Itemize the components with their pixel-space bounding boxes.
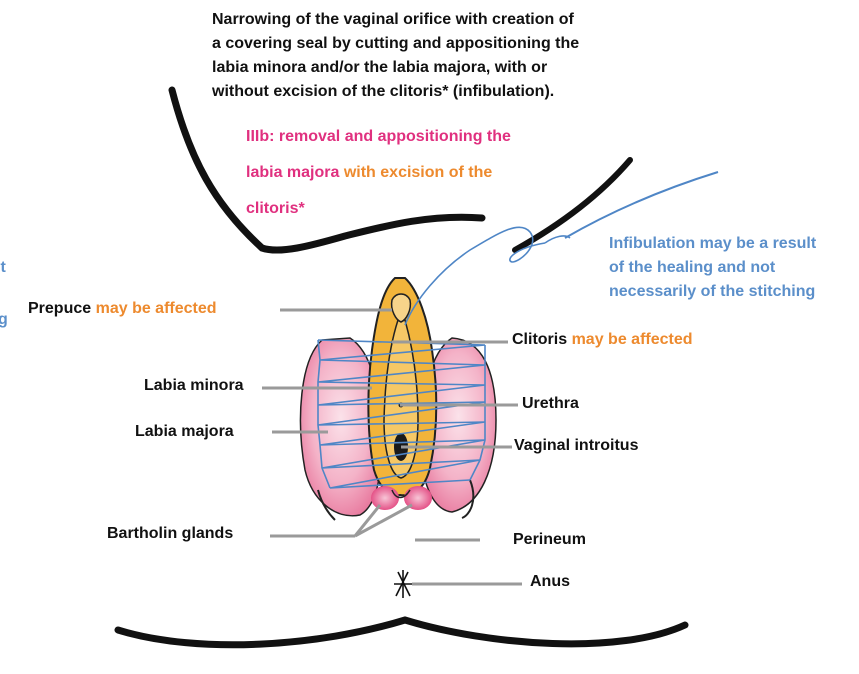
label-clitoris-name: Clitoris xyxy=(512,331,567,348)
label-prepuce-name: Prepuce xyxy=(28,300,91,317)
bartholin-gland-left xyxy=(371,486,399,510)
label-anus: Anus xyxy=(530,570,570,594)
label-vaginal-introitus: Vaginal introitus xyxy=(514,434,638,458)
label-perineum: Perineum xyxy=(513,528,586,552)
label-prepuce-note: may be affected xyxy=(96,300,217,317)
anus-mark xyxy=(394,570,414,598)
healing-note-line-2: of the healing and not xyxy=(609,256,775,280)
healing-note-line-1: Infibulation may be a result xyxy=(609,232,816,256)
label-bartholin-glands: Bartholin glands xyxy=(107,522,233,546)
subtype-line-2: labia majora with excision of the xyxy=(246,160,492,186)
cropped-note-fragment-2: g xyxy=(0,308,8,332)
procedure-description-line-2: a covering seal by cutting and appositio… xyxy=(212,32,579,56)
subtype-line-2-with: with excision of the xyxy=(344,164,492,181)
label-clitoris: Clitoris may be affected xyxy=(512,328,693,352)
label-labia-majora: Labia majora xyxy=(135,420,234,444)
healing-note-line-3: necessarily of the stitching xyxy=(609,280,815,304)
subtype-line-3: clitoris* xyxy=(246,196,305,222)
label-labia-minora: Labia minora xyxy=(144,374,244,398)
procedure-description-line-1: Narrowing of the vaginal orifice with cr… xyxy=(212,8,574,32)
needle xyxy=(565,172,718,238)
procedure-description-line-4: without excision of the clitoris* (infib… xyxy=(212,80,554,104)
label-prepuce: Prepuce may be affected xyxy=(28,297,217,321)
lower-body-contour xyxy=(118,620,685,645)
subtype-line-1: IIIb: removal and appositioning the xyxy=(246,124,511,150)
subtype-line-2-pre: labia majora xyxy=(246,164,344,181)
label-clitoris-note: may be affected xyxy=(572,331,693,348)
procedure-description-line-3: labia minora and/or the labia majora, wi… xyxy=(212,56,547,80)
label-urethra: Urethra xyxy=(522,392,579,416)
cropped-note-fragment-1: lt xyxy=(0,256,6,280)
